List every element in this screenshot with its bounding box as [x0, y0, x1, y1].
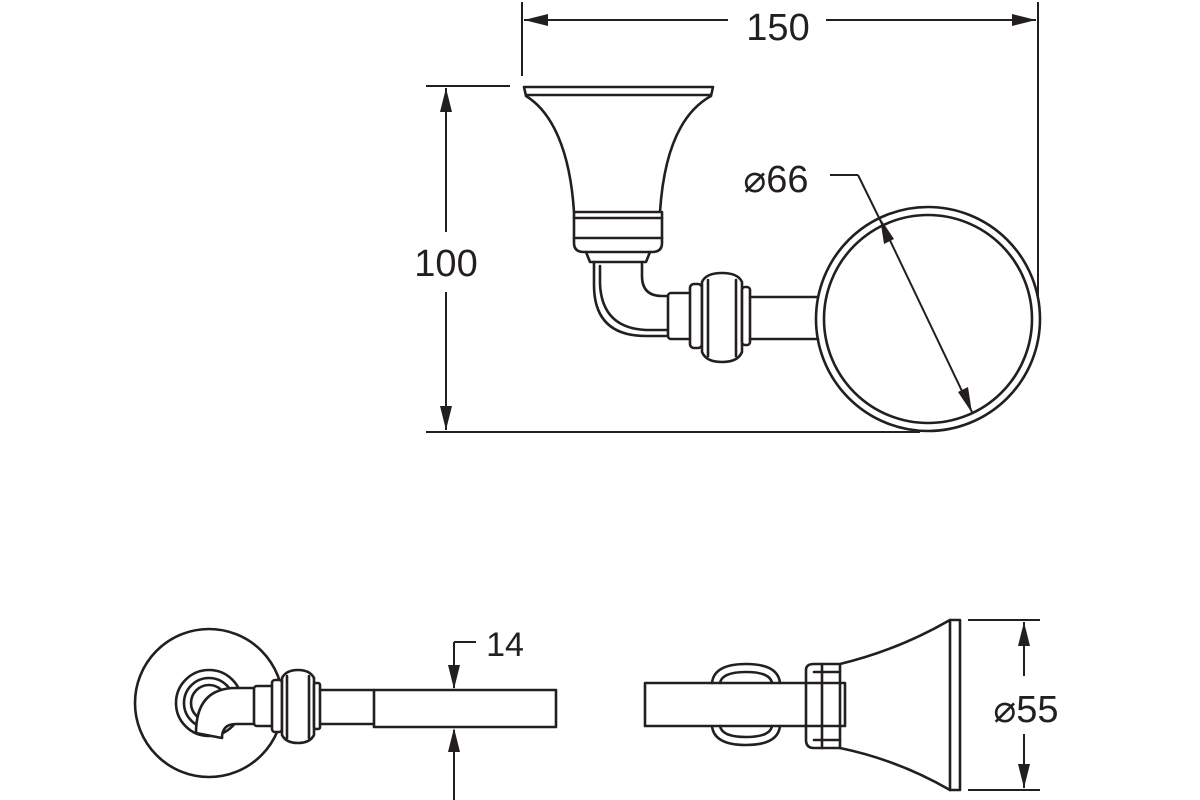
side-bell [804, 618, 962, 792]
dimension-height: 100 [414, 85, 920, 433]
side-bar [643, 681, 847, 728]
dimension-base-diameter: ⌀55 [968, 619, 1059, 791]
top-rod [318, 688, 558, 729]
arm-collar [666, 271, 752, 364]
height-label: 100 [414, 243, 477, 285]
dimension-ring-diameter: ⌀66 [743, 159, 973, 413]
dimension-width: 150 [521, 2, 1039, 300]
dimension-bar-thickness: 14 [448, 626, 524, 800]
width-label: 150 [746, 7, 809, 49]
wall-mount-bell [522, 85, 715, 264]
top-collar [252, 668, 322, 745]
rod [748, 295, 820, 341]
bar-thickness-label: 14 [486, 626, 524, 664]
top-view: 14 [133, 626, 558, 800]
base-diameter-label: ⌀55 [993, 689, 1058, 731]
curved-arm [592, 260, 672, 338]
ring-diameter-label: ⌀66 [743, 159, 808, 201]
side-view: ⌀55 [643, 618, 1059, 792]
side-collar [710, 662, 782, 747]
front-view: 150 100 [414, 2, 1042, 433]
glass-ring [814, 205, 1042, 433]
